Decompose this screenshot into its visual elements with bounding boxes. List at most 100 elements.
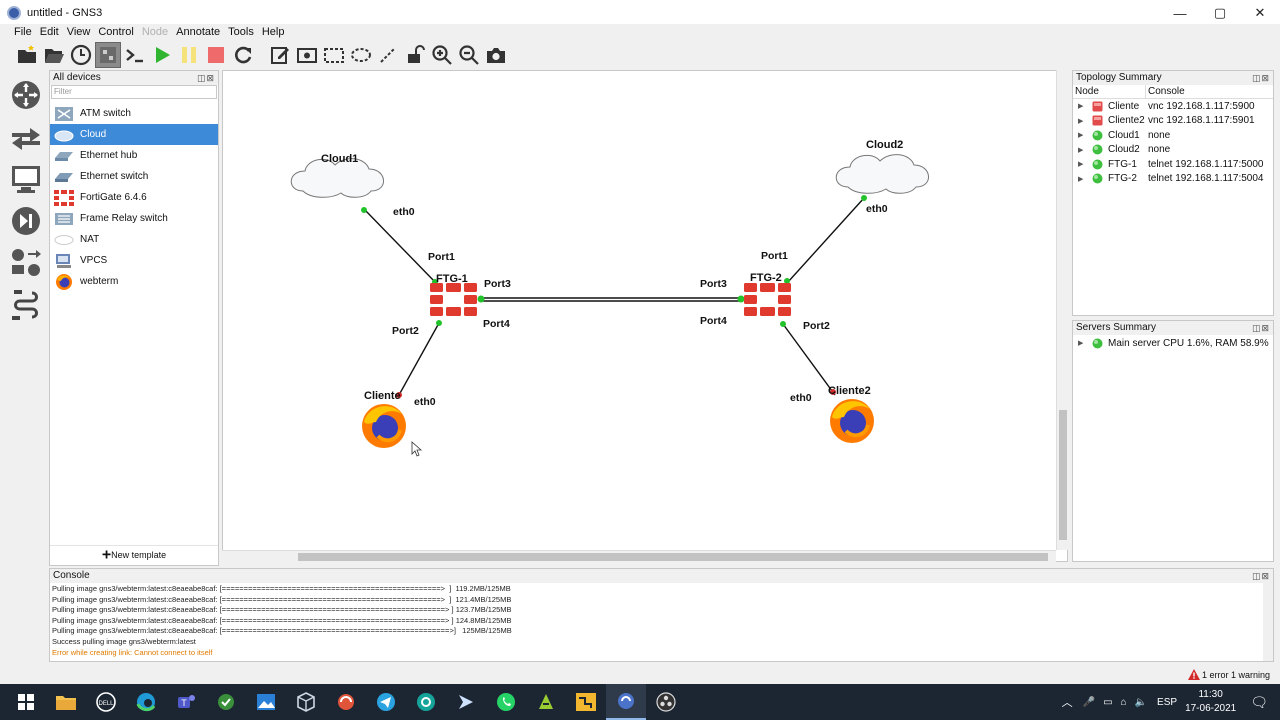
- browse-end-devices-button[interactable]: [8, 160, 44, 198]
- insert-picture-button[interactable]: [294, 42, 320, 68]
- taskbar-app-teal[interactable]: [406, 684, 446, 720]
- lock-button[interactable]: [402, 42, 428, 68]
- col-node[interactable]: Node: [1073, 85, 1146, 98]
- device-webterm[interactable]: webterm: [50, 271, 218, 292]
- topology-canvas[interactable]: Cloud1 Cloud2 FTG-1 FTG-2 Cliente Client…: [222, 70, 1068, 562]
- taskbar-telegram[interactable]: [366, 684, 406, 720]
- panel-dock-buttons[interactable]: ◫⊠: [1251, 323, 1270, 333]
- device-atm-switch[interactable]: ATM switch: [50, 103, 218, 124]
- menu-control[interactable]: Control: [98, 26, 134, 38]
- taskbar-photos[interactable]: [246, 684, 286, 720]
- battery-icon[interactable]: ▭: [1103, 696, 1113, 708]
- device-filter-input[interactable]: Filter: [51, 85, 217, 99]
- scrollbar-thumb[interactable]: [1059, 410, 1067, 540]
- expand-arrow-icon[interactable]: ▶: [1078, 146, 1084, 154]
- device-nat[interactable]: NAT: [50, 229, 218, 250]
- console-all-button[interactable]: [122, 42, 148, 68]
- menu-view[interactable]: View: [66, 26, 91, 38]
- browse-security-devices-button[interactable]: [8, 202, 44, 240]
- taskbar-file-explorer[interactable]: [46, 684, 86, 720]
- link-ftg2-cliente2[interactable]: [782, 323, 836, 396]
- menu-tools[interactable]: Tools: [228, 26, 254, 38]
- start-all-button[interactable]: [149, 42, 175, 68]
- volume-icon[interactable]: 🔈: [1134, 696, 1148, 708]
- node-label[interactable]: Cliente2: [828, 385, 871, 397]
- console-scrollbar[interactable]: [1263, 583, 1273, 661]
- scrollbar-thumb[interactable]: [298, 553, 1048, 561]
- taskbar-gns3[interactable]: [606, 684, 646, 720]
- browse-routers-button[interactable]: [8, 76, 44, 114]
- cliente-node[interactable]: [362, 404, 406, 448]
- draw-rectangle-button[interactable]: [321, 42, 347, 68]
- draw-line-button[interactable]: [375, 42, 401, 68]
- node-label[interactable]: FTG-2: [750, 272, 782, 284]
- minimize-button[interactable]: —: [1173, 5, 1187, 21]
- cliente2-node[interactable]: [830, 399, 874, 443]
- network-icon[interactable]: ⌂: [1120, 696, 1127, 708]
- col-console[interactable]: Console: [1148, 86, 1185, 97]
- node-label[interactable]: Cloud1: [321, 153, 358, 165]
- notifications-icon[interactable]: 🗨: [1250, 693, 1268, 710]
- link-cloud2-ftg2[interactable]: [787, 197, 865, 283]
- panel-dock-buttons[interactable]: ◫⊠: [1251, 73, 1270, 83]
- panel-dock-buttons[interactable]: ◫⊠: [1251, 571, 1270, 581]
- expand-arrow-icon[interactable]: ▶: [1078, 132, 1084, 140]
- expand-arrow-icon[interactable]: ▶: [1078, 103, 1084, 111]
- close-button[interactable]: ✕: [1254, 5, 1266, 20]
- ftg2-node[interactable]: [744, 283, 791, 316]
- node-label[interactable]: FTG-1: [436, 273, 468, 285]
- maximize-button[interactable]: ▢: [1213, 5, 1227, 20]
- device-frame-relay-switch[interactable]: Frame Relay switch: [50, 208, 218, 229]
- taskbar-virtualbox[interactable]: [286, 684, 326, 720]
- taskbar-dell[interactable]: DELL: [86, 684, 126, 720]
- canvas-vertical-scrollbar[interactable]: [1056, 70, 1068, 550]
- console-output[interactable]: Pulling image gns3/webterm:latest:c8eaea…: [50, 583, 1273, 658]
- device-cloud[interactable]: Cloud: [50, 124, 218, 145]
- expand-arrow-icon[interactable]: ▶: [1078, 117, 1084, 125]
- error-warning-indicator[interactable]: 1 error 1 warning: [1187, 669, 1270, 680]
- node-label[interactable]: Cliente: [364, 390, 401, 402]
- draw-ellipse-button[interactable]: [348, 42, 374, 68]
- menu-edit[interactable]: Edit: [39, 26, 59, 38]
- zoom-out-button[interactable]: [456, 42, 482, 68]
- expand-arrow-icon[interactable]: ▶: [1078, 340, 1084, 348]
- browse-switches-button[interactable]: [8, 118, 44, 156]
- add-note-button[interactable]: [267, 42, 293, 68]
- input-language[interactable]: ESP: [1157, 696, 1178, 708]
- new-template-button[interactable]: +New template: [50, 545, 218, 564]
- taskbar-app-yellow[interactable]: [566, 684, 606, 720]
- taskbar-app-swirl[interactable]: [326, 684, 366, 720]
- browse-all-devices-button[interactable]: [8, 244, 44, 282]
- reload-all-button[interactable]: [230, 42, 256, 68]
- ftg1-node[interactable]: [430, 283, 477, 316]
- new-project-button[interactable]: [14, 42, 40, 68]
- link-ftg1-cliente[interactable]: [398, 322, 440, 396]
- open-project-button[interactable]: [41, 42, 67, 68]
- menu-node[interactable]: Node: [141, 26, 169, 38]
- link-cloud1-ftg1[interactable]: [363, 208, 437, 284]
- taskbar-app-green[interactable]: [206, 684, 246, 720]
- expand-arrow-icon[interactable]: ▶: [1078, 161, 1084, 169]
- device-ethernet-hub[interactable]: Ethernet hub: [50, 145, 218, 166]
- suspend-all-button[interactable]: [176, 42, 202, 68]
- canvas-horizontal-scrollbar[interactable]: [222, 550, 1056, 562]
- taskbar-edge[interactable]: [126, 684, 166, 720]
- stop-all-button[interactable]: [203, 42, 229, 68]
- clock[interactable]: 11:30 17-06-2021: [1185, 688, 1236, 716]
- menu-annotate[interactable]: Annotate: [176, 26, 221, 38]
- node-label[interactable]: Cloud2: [866, 139, 903, 151]
- device-ethernet-switch[interactable]: Ethernet switch: [50, 166, 218, 187]
- zoom-in-button[interactable]: [429, 42, 455, 68]
- show-hidden-icons-button[interactable]: ︿: [1061, 697, 1073, 709]
- taskbar-teams[interactable]: T: [166, 684, 206, 720]
- show-interface-labels-button[interactable]: [95, 42, 121, 68]
- cloud1-node[interactable]: [290, 158, 384, 198]
- menu-file[interactable]: File: [14, 26, 32, 38]
- server-row[interactable]: ▶ Main server CPU 1.6%, RAM 58.9%: [1073, 336, 1273, 351]
- expand-arrow-icon[interactable]: ▶: [1078, 175, 1084, 183]
